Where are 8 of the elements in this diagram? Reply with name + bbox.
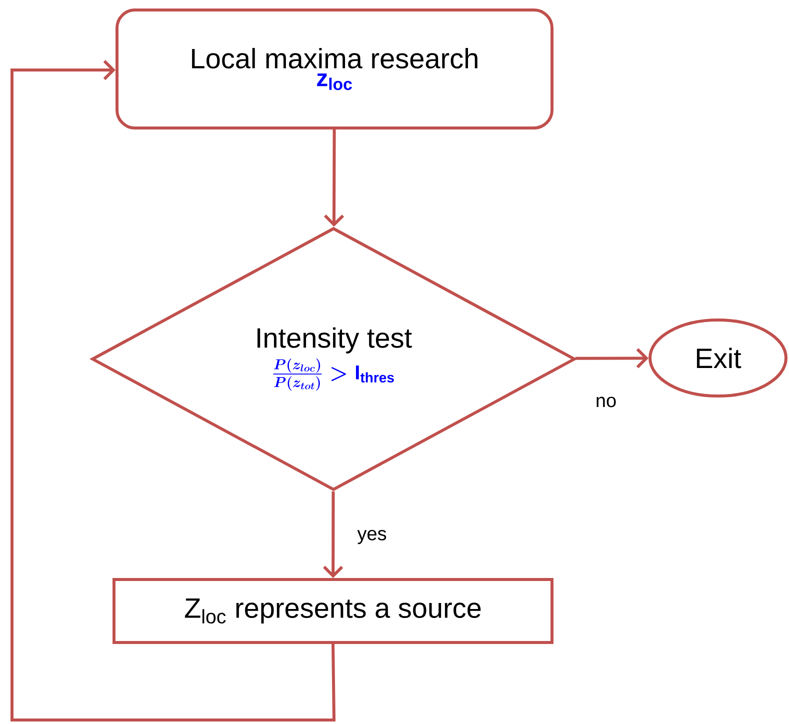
arrow — [575, 348, 649, 368]
edge-label: yes — [355, 528, 389, 546]
process-box: Local maxima research z$_{loc}$ — [116, 8, 554, 130]
arrow — [324, 130, 344, 227]
edge-label: no — [593, 394, 619, 410]
process-box: Z$_{loc}$ represents a source — [112, 578, 554, 644]
arrow — [323, 491, 344, 578]
arrow — [10, 60, 336, 722]
